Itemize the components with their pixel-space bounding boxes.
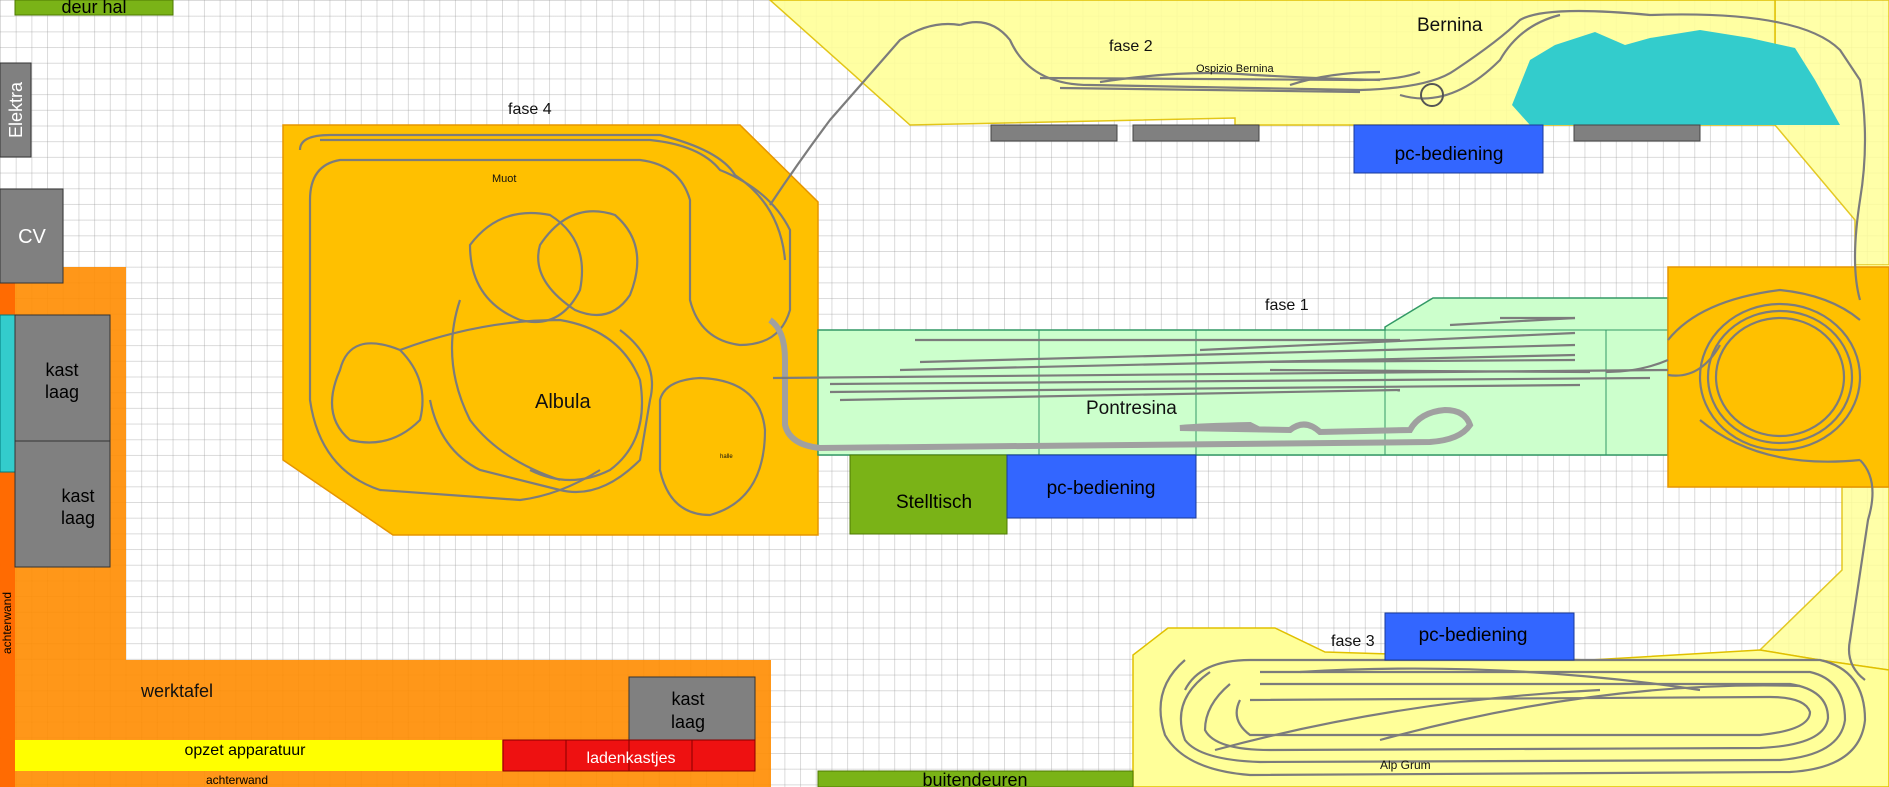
kast-laag-3-line2: laag [671, 712, 705, 732]
fase2-label: fase 2 [1109, 38, 1153, 55]
werktafel-label: werktafel [140, 681, 213, 701]
pc-bediening-alpgrum: pc-bediening [1384, 612, 1575, 661]
kast-laag-3-line1: kast [671, 689, 704, 709]
albula-zone [282, 124, 819, 536]
pc2-label: pc-bediening [1395, 144, 1504, 165]
kast-laag-1-line1: kast [45, 360, 78, 380]
fase4-label: fase 4 [508, 101, 552, 118]
stelltisch-label: Stelltisch [896, 492, 972, 513]
kast-laag-1: kast laag [14, 314, 111, 442]
cv-label: CV [18, 226, 46, 248]
fase3-label: fase 3 [1331, 633, 1375, 650]
helix-tracks [1667, 288, 1874, 681]
buitendeuren-label: buitendeuren [922, 770, 1027, 787]
pc-bediening-pontresina: pc-bediening [1006, 454, 1197, 519]
kast-laag-2: kast laag [14, 440, 111, 568]
albula-tracks [298, 22, 961, 517]
helix-zone [1667, 266, 1889, 488]
pc1-label: pc-bediening [1047, 478, 1156, 499]
bernina-cabinets [990, 124, 1701, 142]
alp-grum-label: Alp Grum [1380, 758, 1431, 772]
opzet-apparatuur: opzet apparatuur [15, 740, 502, 771]
aquarium-strip [0, 314, 16, 473]
opzet-apparatuur-label: opzet apparatuur [185, 742, 307, 759]
elektra-box: Elektra [0, 62, 32, 158]
elektra-label: Elektra [6, 81, 26, 138]
ospizio-label: Ospizio Bernina [1196, 63, 1275, 75]
pc-bediening-bernina: pc-bediening [1353, 124, 1544, 174]
muot-label: Muot [492, 173, 516, 185]
stelltisch: Stelltisch [849, 454, 1008, 535]
lake [1512, 30, 1840, 125]
deur-hal-box: deur hal [14, 0, 174, 17]
bernina-tracks [959, 9, 1867, 301]
pontresina-label: Pontresina [1086, 398, 1177, 419]
buitendeuren: buitendeuren [817, 770, 1134, 787]
ladenkastjes: ladenkastjes [502, 739, 756, 772]
albula-connector [768, 317, 1474, 452]
albula-label: Albula [535, 391, 591, 413]
kast-laag-3: kast laag [628, 676, 756, 741]
fase1-label: fase 1 [1265, 297, 1309, 314]
achterwand-left-label: achterwand [0, 592, 14, 654]
alp-grum-tracks [1159, 658, 1867, 777]
ladenkastjes-label: ladenkastjes [587, 750, 676, 767]
bernina-label: Bernina [1417, 15, 1483, 36]
sub-albula-label: halle [720, 454, 733, 460]
pc3-label: pc-bediening [1419, 625, 1528, 646]
pontresina-tracks [772, 316, 1669, 402]
kast-laag-2-line1: kast [61, 486, 94, 506]
deur-hal-label: deur hal [61, 0, 126, 17]
kast-laag-2-line2: laag [61, 508, 95, 528]
achterwand-bottom-label: achterwand [206, 773, 268, 787]
kast-laag-1-line2: laag [45, 382, 79, 402]
cv-box: CV [0, 188, 64, 284]
